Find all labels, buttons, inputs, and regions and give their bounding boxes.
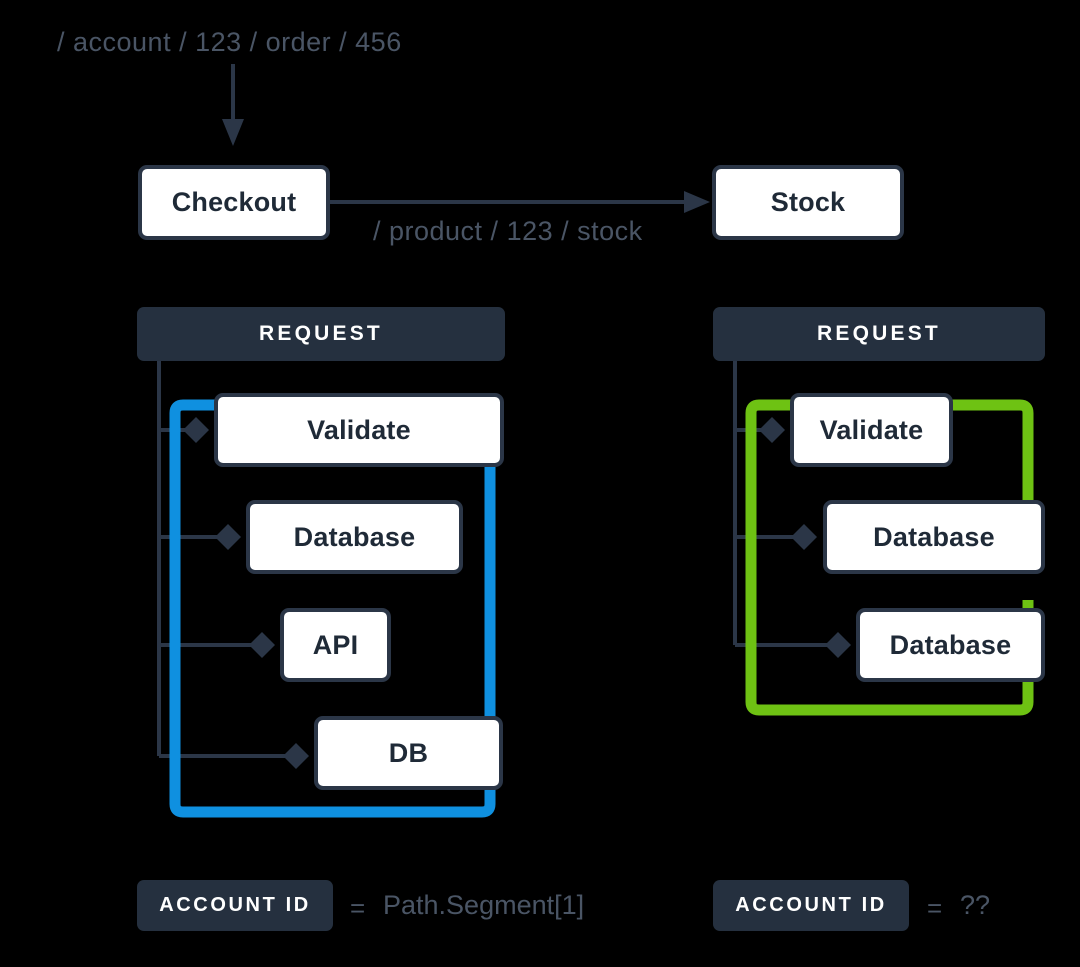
right-account-id-value: ?? bbox=[960, 890, 991, 920]
left-request-header: REQUEST bbox=[137, 307, 505, 361]
right-step-box-database-1[interactable]: Database bbox=[823, 500, 1045, 574]
right-account-id-chip[interactable]: ACCOUNT ID bbox=[713, 880, 909, 931]
left-step-box-api[interactable]: API bbox=[280, 608, 391, 682]
left-step-box-validate-label: Validate bbox=[307, 414, 411, 445]
right-account-id-chip-label: ACCOUNT ID bbox=[735, 894, 887, 916]
checkout-to-stock-arrow bbox=[330, 191, 710, 213]
right-step-box-database-1-label: Database bbox=[873, 521, 995, 552]
request-path-label: / account / 123 / order / 456 bbox=[57, 27, 402, 57]
right-step-box-database-2-label: Database bbox=[889, 629, 1012, 660]
right-step-box-database-2[interactable]: Database bbox=[856, 608, 1045, 682]
left-highlight-path bbox=[169, 399, 496, 818]
left-account-id-value: Path.Segment[1] bbox=[383, 890, 585, 920]
service-box-stock-label: Stock bbox=[770, 187, 846, 217]
left-account-id-equals: = bbox=[350, 893, 366, 923]
right-request-header-label: REQUEST bbox=[817, 322, 941, 345]
right-account-id-equals: = bbox=[927, 893, 943, 923]
left-step-box-db-label: DB bbox=[388, 737, 429, 768]
right-highlight-path bbox=[745, 399, 1034, 716]
right-panel-diamonds bbox=[759, 417, 851, 658]
left-request-header-label: REQUEST bbox=[259, 322, 383, 345]
service-box-checkout-label: Checkout bbox=[171, 187, 297, 217]
right-request-header: REQUEST bbox=[713, 307, 1045, 361]
service-box-stock[interactable]: Stock bbox=[712, 165, 904, 240]
left-step-box-database-label: Database bbox=[293, 521, 416, 552]
left-account-id-chip[interactable]: ACCOUNT ID bbox=[137, 880, 333, 931]
left-panel-diamonds bbox=[183, 417, 309, 769]
left-step-box-db[interactable]: DB bbox=[314, 716, 503, 790]
right-step-box-validate[interactable]: Validate bbox=[790, 393, 953, 467]
left-step-box-database[interactable]: Database bbox=[246, 500, 463, 574]
left-account-id-chip-label: ACCOUNT ID bbox=[159, 894, 311, 916]
incoming-request-arrow bbox=[222, 64, 244, 146]
left-step-box-validate[interactable]: Validate bbox=[214, 393, 504, 467]
service-box-checkout[interactable]: Checkout bbox=[138, 165, 330, 240]
left-step-box-api-label: API bbox=[312, 629, 359, 660]
checkout-stock-edge-label: / product / 123 / stock bbox=[373, 216, 643, 246]
right-step-box-validate-label: Validate bbox=[819, 414, 924, 445]
